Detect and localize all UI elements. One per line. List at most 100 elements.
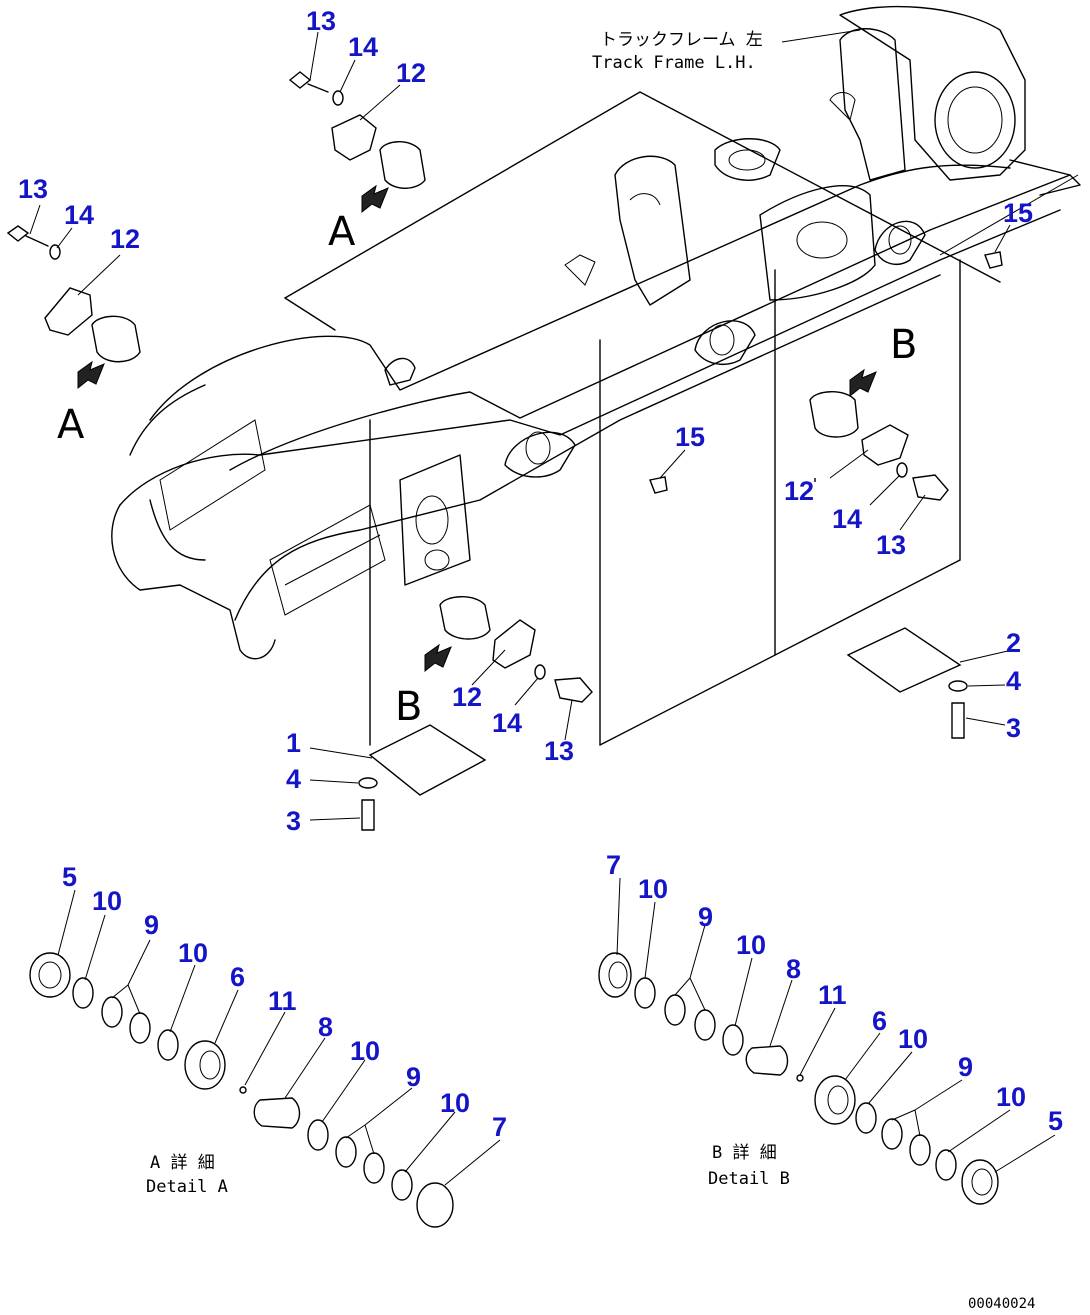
callout-b-9-2: 9	[958, 1052, 973, 1082]
bolt-13-right	[912, 474, 949, 501]
ring-10-b1	[634, 977, 656, 1009]
callout-a-5: 5	[62, 862, 77, 892]
ring-9-a2	[129, 1012, 151, 1044]
bushing-6-b	[814, 1075, 856, 1125]
callout-14-left: 14	[64, 200, 94, 230]
bolt-3-left	[361, 799, 375, 831]
ring-10-b4	[935, 1149, 957, 1181]
bushing-bottom	[439, 596, 491, 640]
callout-b-10-4: 10	[996, 1082, 1026, 1112]
callout-a-7: 7	[492, 1112, 507, 1142]
callout-a-8: 8	[318, 1012, 333, 1042]
view-letter-a-upper: A	[328, 209, 356, 255]
callout-a-10-1: 10	[92, 886, 122, 916]
track-frame-label-en: Track Frame L.H.	[592, 53, 756, 73]
callout-a-10-3: 10	[350, 1036, 380, 1066]
bolt-15-mid	[649, 476, 668, 494]
plug-11-b	[796, 1074, 804, 1082]
callout-3-right: 3	[1006, 713, 1021, 743]
callout-4-left: 4	[286, 764, 301, 794]
cap-12-top	[331, 114, 377, 161]
washer-14-top	[332, 90, 344, 106]
ring-9-b1	[664, 994, 686, 1026]
callout-a-10-4: 10	[440, 1088, 470, 1118]
ring-10-a3	[307, 1119, 329, 1151]
callout-3-left: 3	[286, 806, 301, 836]
cap-12-right	[861, 424, 909, 466]
mount-group-left	[6, 225, 141, 390]
bushing-left	[91, 315, 141, 363]
cap-12-left	[44, 287, 93, 336]
track-frame-body	[111, 5, 1081, 746]
callout-a-9-2: 9	[406, 1062, 421, 1092]
drawing-code: 00040024	[968, 1296, 1035, 1312]
pin-8-b	[745, 1045, 789, 1076]
ring-9-a1	[101, 996, 123, 1028]
callout-13-right: 13	[876, 530, 906, 560]
washer-4-right	[948, 680, 968, 692]
callout-12-top: 12	[396, 58, 426, 88]
leader-lines	[29, 29, 1056, 1186]
callout-12-left: 12	[110, 224, 140, 254]
mount-group-right	[809, 368, 949, 501]
callout-b-5: 5	[1048, 1106, 1063, 1136]
seal-5-a	[29, 952, 71, 998]
detail-b-title-en: Detail B	[708, 1169, 790, 1189]
view-letter-b-right: B	[890, 322, 917, 368]
bolt-3-right	[951, 702, 965, 739]
pin-8-a	[253, 1097, 301, 1129]
cap-12-bottom	[492, 619, 536, 669]
washer-14-left	[49, 244, 61, 260]
bushing-6-a	[184, 1040, 226, 1090]
detail-b-title-jp: B 詳 細	[712, 1143, 777, 1163]
ring-10-a2	[157, 1029, 179, 1061]
arrow-a-left	[77, 360, 105, 390]
ring-9-b4	[909, 1134, 931, 1166]
ring-10-a4	[391, 1169, 413, 1201]
detail-a-title-jp: A 詳 細	[150, 1153, 215, 1173]
bolt-13-bottom	[554, 677, 593, 703]
callout-13-left: 13	[18, 174, 48, 204]
ring-9-a4	[363, 1152, 385, 1184]
cap-7-a	[416, 1182, 454, 1228]
bolt-15-right	[984, 251, 1003, 269]
detail-a-title-en: Detail A	[146, 1177, 228, 1197]
bolt-13-left	[6, 225, 30, 242]
callout-a-9-1: 9	[144, 910, 159, 940]
callout-b-8: 8	[786, 954, 801, 984]
bushing-right	[809, 391, 859, 438]
callout-12-bottom: 12	[452, 682, 482, 712]
callout-a-10-2: 10	[178, 938, 208, 968]
callout-14-top: 14	[348, 32, 378, 62]
cover-plate-1	[368, 724, 487, 796]
track-frame-label-jp: トラックフレーム 左	[600, 30, 763, 50]
view-letter-a-left: A	[57, 402, 85, 448]
callout-12-right: 12	[784, 476, 814, 506]
callout-14-bottom: 14	[492, 708, 522, 738]
arrow-b-bottom	[424, 643, 452, 673]
view-letter-b-lower: B	[395, 684, 422, 730]
callout-13-bottom: 13	[544, 736, 574, 766]
callout-13-top: 13	[306, 6, 336, 36]
callout-b-6: 6	[872, 1006, 887, 1036]
washer-14-right	[896, 462, 908, 478]
mount-group-top	[288, 71, 426, 214]
callout-1: 1	[286, 728, 301, 758]
ring-9-a3	[335, 1136, 357, 1168]
ring-10-a1	[72, 977, 94, 1009]
ring-9-b2	[694, 1009, 716, 1041]
detail-a-parts	[29, 952, 454, 1228]
callout-b-11: 11	[818, 980, 847, 1010]
callout-b-9-1: 9	[698, 902, 713, 932]
arrow-b-right	[849, 368, 877, 398]
plug-11-a	[239, 1086, 247, 1094]
cover-plate-2	[846, 627, 962, 693]
washer-14-bottom	[534, 664, 546, 680]
callout-b-10-1: 10	[638, 874, 668, 904]
seal-7-b	[598, 952, 632, 998]
bushing-top	[379, 141, 426, 189]
callout-15-right: 15	[1003, 198, 1033, 228]
ring-9-b3	[881, 1118, 903, 1150]
callout-b-10-3: 10	[898, 1024, 928, 1054]
